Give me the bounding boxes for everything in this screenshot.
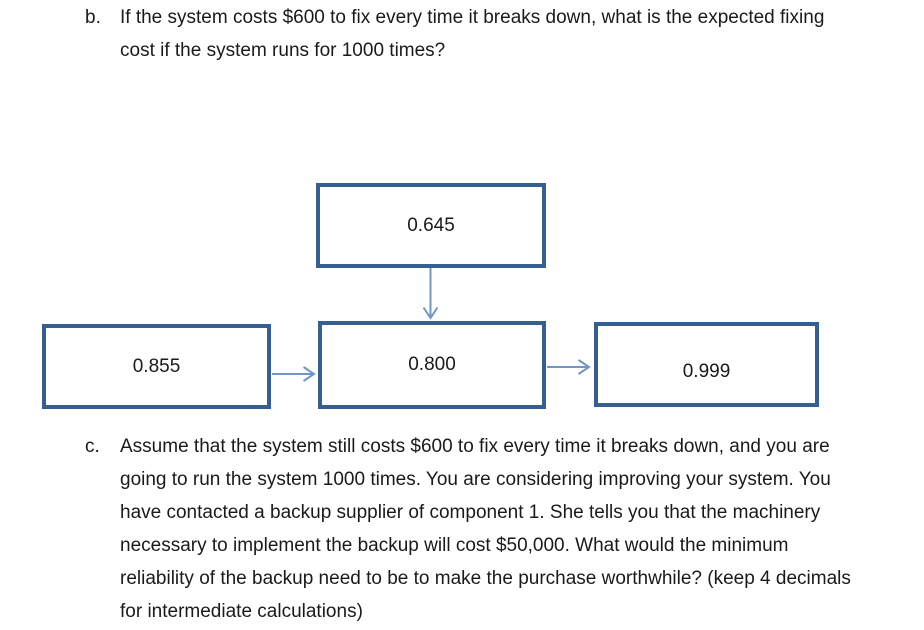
arrow-right-connector-left — [272, 366, 316, 382]
question-c-line-5: reliability of the backup need to be to … — [120, 568, 851, 589]
diagram-box-top: 0.645 — [316, 183, 546, 268]
question-b: b. If the system costs $600 to fix every… — [85, 1, 824, 67]
question-c-text: Assume that the system still costs $600 … — [120, 430, 851, 628]
question-b-label: b. — [85, 7, 101, 28]
arrow-down-connector — [422, 268, 439, 320]
arrow-right-connector-right — [547, 359, 591, 375]
question-c: c. Assume that the system still costs $6… — [85, 430, 851, 628]
question-c-line-3: have contacted a backup supplier of comp… — [120, 502, 821, 523]
diagram-box-right-value: 0.999 — [682, 360, 731, 382]
question-b-line-2: cost if the system runs for 1000 times? — [120, 40, 446, 61]
diagram-box-right: 0.999 — [594, 322, 819, 407]
question-b-text: If the system costs $600 to fix every ti… — [120, 1, 824, 67]
question-c-line-6: for intermediate calculations) — [120, 601, 363, 622]
question-b-line-1: If the system costs $600 to fix every ti… — [120, 7, 825, 28]
question-c-label: c. — [85, 436, 100, 457]
question-c-line-1: Assume that the system still costs $600 … — [120, 436, 830, 457]
diagram-box-middle: 0.800 — [318, 321, 546, 409]
diagram-box-left: 0.855 — [42, 324, 271, 409]
question-c-line-2: going to run the system 1000 times. You … — [120, 469, 831, 490]
diagram-box-middle-value: 0.800 — [408, 354, 456, 375]
diagram-box-left-value: 0.855 — [132, 355, 181, 377]
question-c-line-4: necessary to implement the backup will c… — [120, 535, 789, 556]
diagram-box-top-value: 0.645 — [407, 214, 455, 236]
